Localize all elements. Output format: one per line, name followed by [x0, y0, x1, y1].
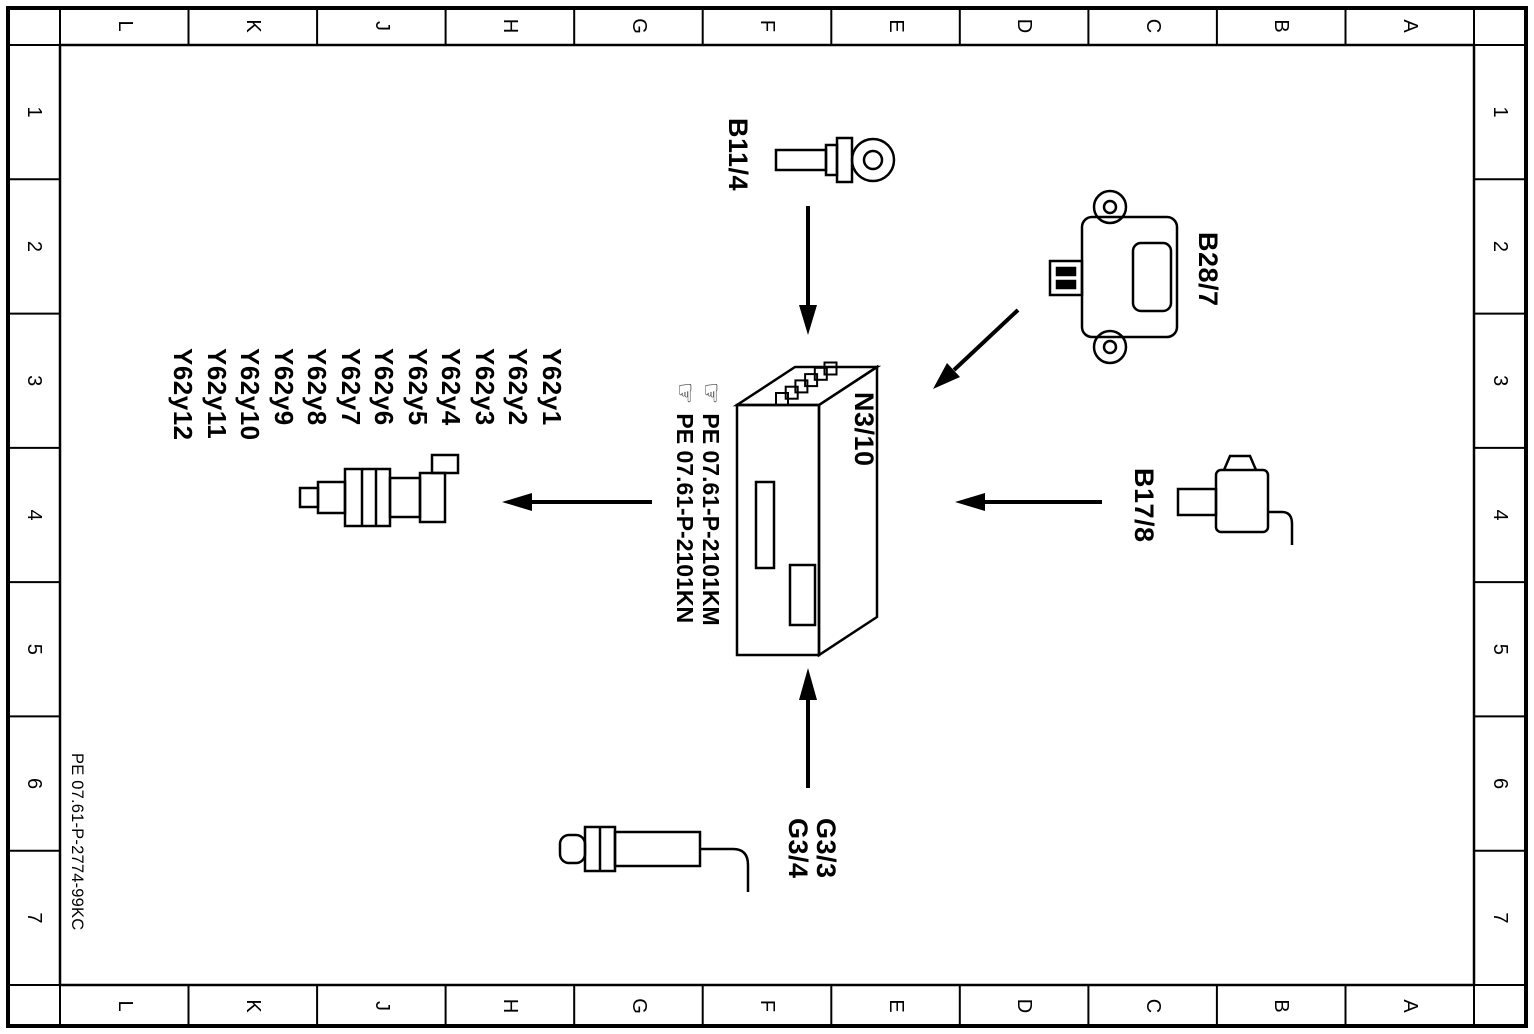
grid-letter-right-e: E — [885, 999, 907, 1013]
grid-letter-right-k: K — [242, 999, 265, 1013]
label-y62y3: Y62y3 — [470, 348, 500, 426]
control-unit-connector-pins — [775, 361, 838, 406]
label-b11-4: B11/4 — [723, 118, 753, 192]
g3-label-group: G3/3 G3/4 — [783, 818, 841, 879]
b17-8-sensor-graphic — [1176, 454, 1294, 545]
grid-number-bottom-3: 3 — [23, 375, 45, 387]
grid-number-bottom-4: 4 — [23, 509, 45, 521]
grid-letter-right-c: C — [1142, 998, 1164, 1014]
label-y62y6: Y62y6 — [369, 348, 400, 426]
injector-label-list: Y62y1 Y62y2 Y62y3 Y62y4 Y62y5 Y62y6 Y62y… — [166, 348, 568, 441]
inner-border — [58, 43, 1476, 987]
arrow-b17-8-to-n3-10 — [955, 493, 1102, 511]
label-y62y9: Y62y9 — [269, 348, 299, 426]
grid-letter-right-g: G — [628, 998, 650, 1014]
grid-letter-right-d: D — [1013, 998, 1036, 1014]
grid-letter-right-b: B — [1270, 999, 1293, 1013]
label-y62y4: Y62y4 — [436, 348, 467, 426]
arrows — [502, 206, 1102, 788]
grid-letter-right-j: J — [371, 1001, 393, 1011]
grid-letter-left-f: F — [756, 19, 779, 33]
grid-ticks-bottom — [8, 44, 60, 986]
label-y62y12: Y62y12 — [168, 348, 199, 441]
reference-doc-kn: PE 07.61-P-2101KN — [672, 413, 698, 624]
grid-number-top-3: 3 — [1489, 375, 1511, 387]
grid-letter-left-j: J — [371, 21, 393, 31]
label-y62y10: Y62y10 — [235, 348, 266, 441]
label-y62y8: Y62y8 — [302, 348, 333, 426]
label-y62y11: Y62y11 — [202, 348, 232, 440]
injector-graphic — [298, 453, 460, 528]
control-unit-slot-2 — [788, 563, 817, 627]
pointing-hand-icon: ☞ — [671, 382, 699, 405]
label-b28-7: B28/7 — [1193, 232, 1223, 307]
grid-letter-left-k: K — [242, 19, 265, 33]
label-g3-4: G3/4 — [783, 818, 813, 879]
grid-letter-right-a: A — [1399, 999, 1421, 1013]
grid-letter-right-h: H — [499, 998, 522, 1014]
grid-number-top-2: 2 — [1489, 240, 1511, 252]
pointing-hand-icon: ☞ — [697, 382, 725, 405]
grid-letter-left-b: B — [1270, 19, 1293, 33]
outer-border — [6, 6, 1528, 1028]
grid-number-top-5: 5 — [1489, 643, 1511, 655]
grid-number-bottom-6: 6 — [23, 778, 45, 790]
grid-letter-left-a: A — [1399, 19, 1421, 33]
grid-number-top-6: 6 — [1489, 778, 1511, 790]
grid-number-top-4: 4 — [1489, 509, 1511, 521]
grid-letter-left-c: C — [1142, 18, 1164, 34]
g3-oxygen-sensor-graphic — [558, 825, 750, 892]
arrow-b28-7-to-n3-10 — [933, 308, 1020, 389]
control-unit-front-face — [735, 403, 821, 657]
grid-number-bottom-5: 5 — [23, 643, 45, 655]
label-y62y2: Y62y2 — [503, 348, 534, 426]
arrow-n3-10-to-injector — [502, 493, 652, 511]
label-y62y5: Y62y5 — [403, 348, 433, 426]
reference-line-kn: ☞ PE 07.61-P-2101KN — [670, 382, 700, 623]
reference-doc-km: PE 07.61-P-2101KM — [698, 413, 724, 626]
n3-10-control-unit-graphic — [732, 361, 882, 658]
drawing-number: PE 07.61-P-2774-99KC — [68, 753, 86, 931]
grid-letter-left-l: L — [114, 20, 136, 32]
grid-number-bottom-2: 2 — [23, 240, 45, 252]
grid-letter-right-f: F — [756, 999, 779, 1013]
grid-letter-left-d: D — [1013, 18, 1036, 34]
grid-number-top-7: 7 — [1489, 912, 1511, 924]
label-y62y7: Y62y7 — [336, 348, 366, 426]
grid-letter-left-h: H — [499, 18, 522, 34]
drawing-frame — [6, 6, 1528, 1028]
grid-number-bottom-7: 7 — [23, 912, 45, 924]
grid-letter-left-e: E — [885, 19, 907, 33]
grid-ticks-left — [59, 8, 1475, 45]
label-n3-10: N3/10 — [849, 392, 879, 467]
arrow-g3-to-n3-10 — [799, 668, 817, 788]
b11-4-sensor-graphic — [774, 136, 896, 184]
grid-ticks-right — [59, 985, 1475, 1026]
grid-letter-right-l: L — [114, 1000, 136, 1012]
grid-letter-left-g: G — [628, 18, 650, 34]
grid-number-bottom-1: 1 — [23, 106, 45, 118]
grid-ticks-top — [1474, 44, 1526, 986]
control-unit-slot-1 — [754, 480, 776, 570]
grid-number-top-1: 1 — [1489, 106, 1511, 118]
b28-7-sensor-graphic — [1048, 189, 1179, 365]
reference-line-km: ☞ PE 07.61-P-2101KM — [696, 382, 726, 626]
label-b17-8: B17/8 — [1129, 468, 1159, 543]
label-g3-3: G3/3 — [811, 818, 841, 879]
arrow-b11-4-to-n3-10 — [799, 206, 817, 335]
label-y62y1: Y62y1 — [537, 348, 567, 426]
